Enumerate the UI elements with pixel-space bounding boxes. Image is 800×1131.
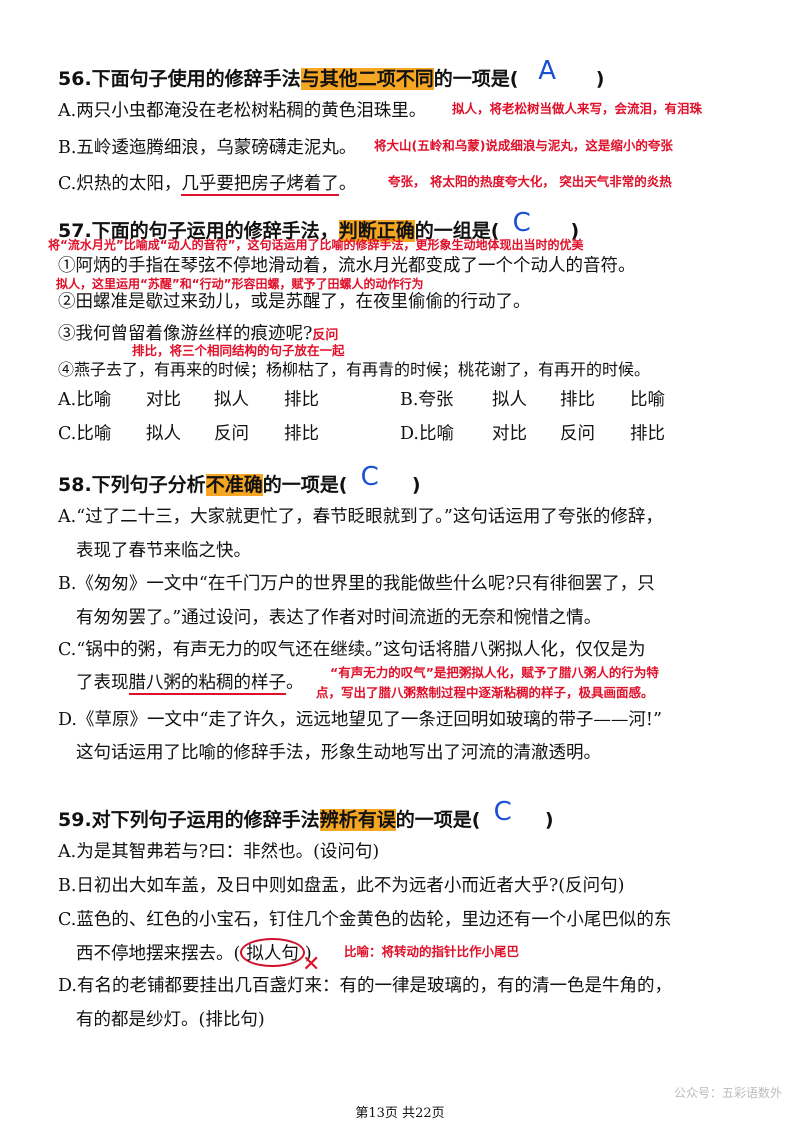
annotation-note: “有声无力的叹气”是把粥拟人化，赋予了腊八粥人的行为特 [330, 665, 659, 680]
underlined-text: 几乎要把房子烤着了 [181, 174, 339, 196]
option-text: ) [304, 944, 312, 964]
question-text: 对下列句子运用的修辞手法 [91, 809, 320, 831]
option-a: A.两只小虫都淹没在老松树粘稠的黄色泪珠里。 [58, 101, 427, 121]
choice-c[interactable]: C.比喻 拟人 反问 排比 [58, 420, 319, 445]
annotation-note: 将“流水月光”比喻成“动人的音符”，这句话运用了比喻的修辞手法，更形象生动地体现… [48, 238, 584, 252]
question-number: 57. [58, 220, 92, 242]
annotation-note: 拟人，将老松树当做人来写，会流泪，有泪珠 [452, 101, 703, 116]
choice-item: 排比 [630, 424, 665, 444]
choice-item: 排比 [284, 424, 319, 444]
question-text: 的一组是 [414, 220, 491, 242]
option-text: C.炽热的太阳， [58, 174, 182, 194]
page-footer: 第13页 共22页 [355, 1106, 445, 1121]
paren-open: ( [509, 68, 519, 90]
handwritten-answer: C [360, 462, 379, 492]
annotation-note: 拟人，这里运用“苏醒”和“行动”形容田螺，赋予了田螺人的动作行为 [56, 277, 424, 291]
question-text: 下列句子分析 [91, 474, 206, 496]
option-a: A.为是其智弗若与?曰：非然也。(设问句) [58, 842, 380, 862]
option-b: B.五岭逶迤腾细浪，乌蒙磅礴走泥丸。 [58, 138, 357, 158]
option-c-cont: 西不停地摆来摆去。(拟人句) [76, 938, 312, 967]
choice-item: 排比 [560, 390, 595, 410]
question-text: 的一项是 [433, 68, 510, 90]
highlight-text: 与其他二项不同 [300, 68, 434, 90]
option-c: C.蓝色的、红色的小宝石，钉住几个金黄色的齿轮，里边还有一个小尾巴似的东 [58, 910, 672, 930]
paren-open: ( [490, 220, 500, 242]
choice-label: C.比喻 [58, 424, 112, 444]
sentence-4: ④燕子去了，有再来的时候；杨柳枯了，有再青的时候；桃花谢了，有再开的时候。 [58, 360, 651, 379]
watermark: 公众号：五彩语数外 [673, 1086, 782, 1100]
option-d: D.《草原》一文中“走了许久，远远地望见了一条迂回明如玻璃的带子——河!” [58, 710, 662, 730]
question-text: 下面句子使用的修辞手法 [91, 68, 301, 90]
question-57-title: 57.下面的句子运用的修辞手法，判断正确的一组是( C ) [58, 208, 580, 244]
option-a: A.“过了二十三，大家就更忙了，春节眨眼就到了。”这句话运用了夸张的修辞， [58, 507, 663, 527]
paren-close: ) [570, 220, 580, 242]
option-d-cont: 有的都是纱灯。(排比句) [76, 1010, 265, 1030]
paren-open: ( [338, 474, 348, 496]
paren-close: ) [411, 474, 421, 496]
question-58-title: 58.下列句子分析不准确的一项是( C ) [58, 462, 421, 498]
highlight-text: 判断正确 [338, 220, 415, 242]
choice-label: D.比喻 [400, 424, 454, 444]
choice-label: B.夸张 [400, 390, 454, 410]
question-text: 的一项是 [262, 474, 339, 496]
handwritten-answer: C [493, 797, 512, 827]
question-59-title: 59.对下列句子运用的修辞手法辨析有误的一项是( C ) [58, 797, 554, 833]
annotation-note: 点，写出了腊八粥熬制过程中逐渐粘稠的样子，极具画面感。 [316, 685, 654, 700]
sentence-3: ③我何曾留着像游丝样的痕迹呢?反问 [58, 320, 338, 345]
choice-item: 反问 [214, 424, 249, 444]
sentence-1: ①阿炳的手指在琴弦不停地滑动着，流水月光都变成了一个个动人的音符。 [58, 256, 636, 276]
choice-item: 拟人 [214, 390, 249, 410]
paren-close: ) [544, 809, 554, 831]
option-text: 。 [286, 673, 304, 693]
choice-b[interactable]: B.夸张 拟人 排比 比喻 [400, 386, 665, 411]
annotation-note: 比喻：将转动的指针比作小尾巴 [344, 944, 520, 959]
choice-item: 比喻 [630, 390, 665, 410]
highlight-text: 辨析有误 [319, 809, 396, 831]
option-text: 。 [338, 174, 357, 194]
annotation-note: 排比，将三个相同结构的句子放在一起 [132, 343, 345, 358]
choice-item: 排比 [284, 390, 319, 410]
choice-item: 对比 [146, 390, 181, 410]
underlined-text: 腊八粥的粘稠的样子 [128, 673, 286, 695]
option-text: 了表现 [76, 673, 129, 693]
option-text: 西不停地摆来摆去。( [76, 944, 241, 964]
choice-label: A.比喻 [58, 390, 112, 410]
option-b-cont: 有匆匆罢了。”通过设问，表达了作者对时间流逝的无奈和惋惜之情。 [76, 608, 602, 628]
annotation-note: 反问 [312, 328, 339, 343]
choice-item: 拟人 [492, 390, 527, 410]
question-number: 59. [58, 809, 92, 831]
sentence-2: ②田螺准是歇过来劲儿，或是苏醒了，在夜里偷偷的行动了。 [58, 292, 531, 312]
circled-text: 拟人句 [240, 938, 305, 967]
option-d: D.有名的老铺都要挂出几百盏灯来：有的一律是玻璃的，有的清一色是牛角的， [58, 976, 672, 996]
option-b: B.日初出大如车盖，及日中则如盘盂，此不为远者小而近者大乎?(反问句) [58, 876, 625, 896]
option-d-cont: 这句话运用了比喻的修辞手法，形象生动地写出了河流的清澈透明。 [76, 743, 601, 763]
handwritten-answer: A [538, 56, 557, 86]
choice-item: 反问 [560, 424, 595, 444]
handwritten-answer: C [512, 208, 531, 238]
question-text: 下面的句子运用的修辞手法， [91, 220, 339, 242]
annotation-note: 将大山(五岭和乌蒙)说成细浪与泥丸，这是缩小的夸张 [374, 138, 673, 153]
question-number: 58. [58, 474, 92, 496]
option-c: C.炽热的太阳，几乎要把房子烤着了。 [58, 170, 357, 196]
choice-item: 拟人 [146, 424, 181, 444]
choice-d[interactable]: D.比喻 对比 反问 排比 [400, 420, 665, 445]
sentence-text: ③我何曾留着像游丝样的痕迹呢? [58, 324, 313, 344]
option-a-cont: 表现了春节来临之快。 [76, 541, 251, 561]
question-56-title: 56.下面句子使用的修辞手法与其他二项不同的一项是( A ) [58, 56, 605, 92]
option-c-cont: 了表现腊八粥的粘稠的样子。 [76, 669, 304, 695]
choice-item: 对比 [492, 424, 527, 444]
highlight-text: 不准确 [205, 474, 263, 496]
question-text: 的一项是 [395, 809, 472, 831]
question-number: 56. [58, 68, 92, 90]
cross-mark-icon: ✕ [302, 952, 321, 977]
annotation-note: 夸张， 将太阳的热度夸大化， 突出天气非常的炎热 [388, 174, 672, 189]
paren-close: ) [595, 68, 605, 90]
option-c: C.“锅中的粥，有声无力的叹气还在继续。”这句话将腊八粥拟人化，仅仅是为 [58, 640, 646, 660]
choice-a[interactable]: A.比喻 对比 拟人 排比 [58, 386, 319, 411]
option-b: B.《匆匆》一文中“在千门万户的世界里的我能做些什么呢?只有徘徊罢了，只 [58, 574, 655, 594]
paren-open: ( [471, 809, 481, 831]
